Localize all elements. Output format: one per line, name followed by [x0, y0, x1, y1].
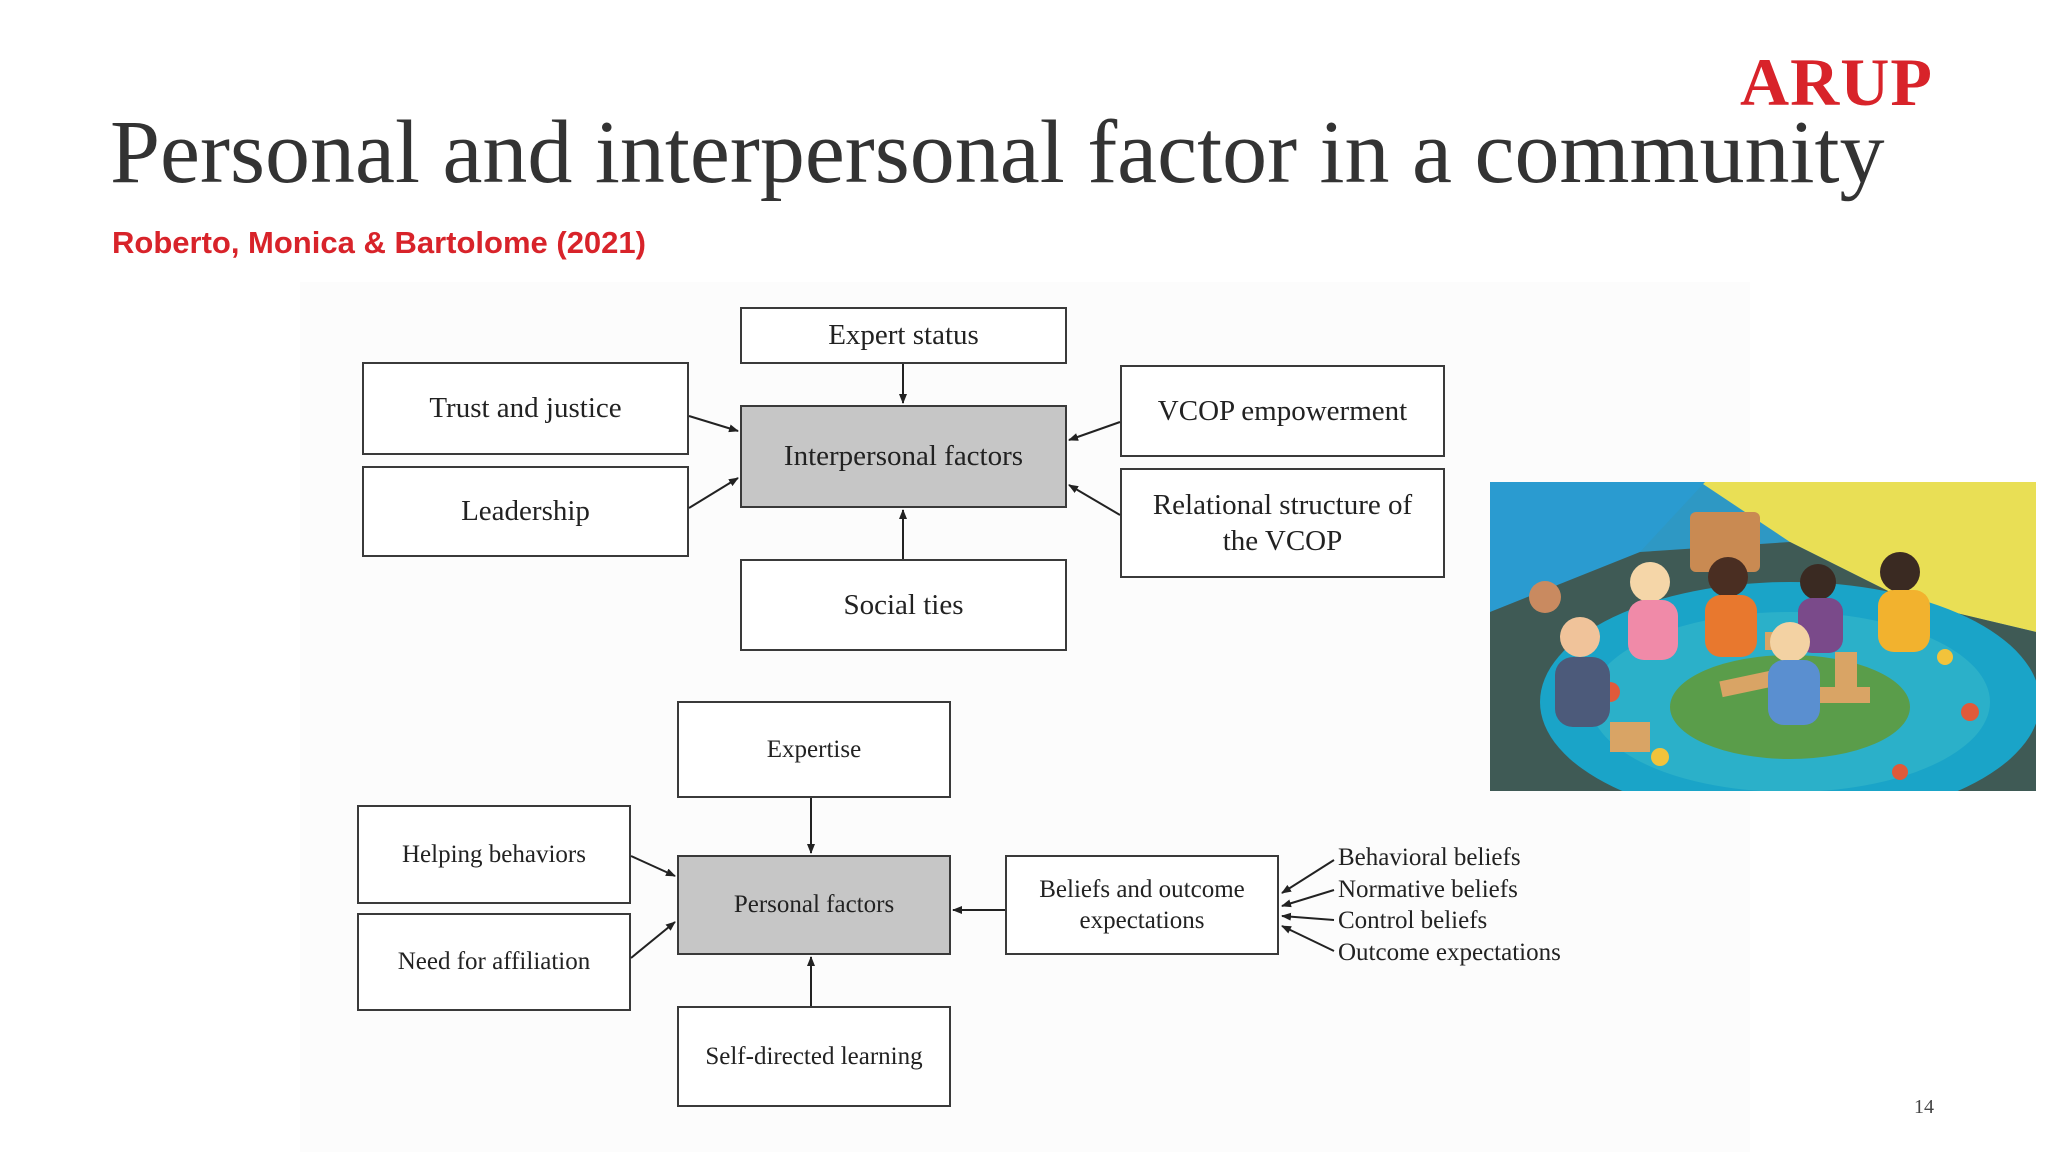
box-trust-and-justice: Trust and justice — [362, 362, 689, 455]
box-expertise: Expertise — [677, 701, 951, 798]
box-vcop-empowerment: VCOP empowerment — [1120, 365, 1445, 457]
belief-item: Control beliefs — [1338, 907, 1488, 934]
box-need-for-affiliation: Need for affiliation — [357, 913, 631, 1011]
box-leadership: Leadership — [362, 466, 689, 557]
box-relational-structure: Relational structure of the VCOP — [1120, 468, 1445, 578]
classroom-photo — [1490, 482, 2036, 791]
belief-item: Behavioral beliefs — [1338, 844, 1521, 871]
belief-item: Outcome expectations — [1338, 938, 1561, 966]
box-interpersonal-factors: Interpersonal factors — [740, 405, 1067, 508]
slide-title: Personal and interpersonal factor in a c… — [110, 103, 1885, 202]
box-expert-status: Expert status — [740, 307, 1067, 364]
citation-subtitle: Roberto, Monica & Bartolome (2021) — [112, 225, 646, 260]
box-beliefs-and-outcome-expectations: Beliefs and outcome expectations — [1005, 855, 1279, 955]
belief-item: Normative beliefs — [1338, 875, 1518, 903]
box-self-directed-learning: Self-directed learning — [677, 1006, 951, 1107]
box-personal-factors: Personal factors — [677, 855, 951, 955]
classroom-illustration — [1490, 482, 2036, 791]
box-helping-behaviors: Helping behaviors — [357, 805, 631, 904]
beliefs-list: Behavioral beliefs Normative beliefs Con… — [1338, 842, 1561, 968]
arup-logo: ARUP — [1740, 44, 1933, 120]
box-social-ties: Social ties — [740, 559, 1067, 651]
page-number: 14 — [1914, 1096, 1934, 1118]
